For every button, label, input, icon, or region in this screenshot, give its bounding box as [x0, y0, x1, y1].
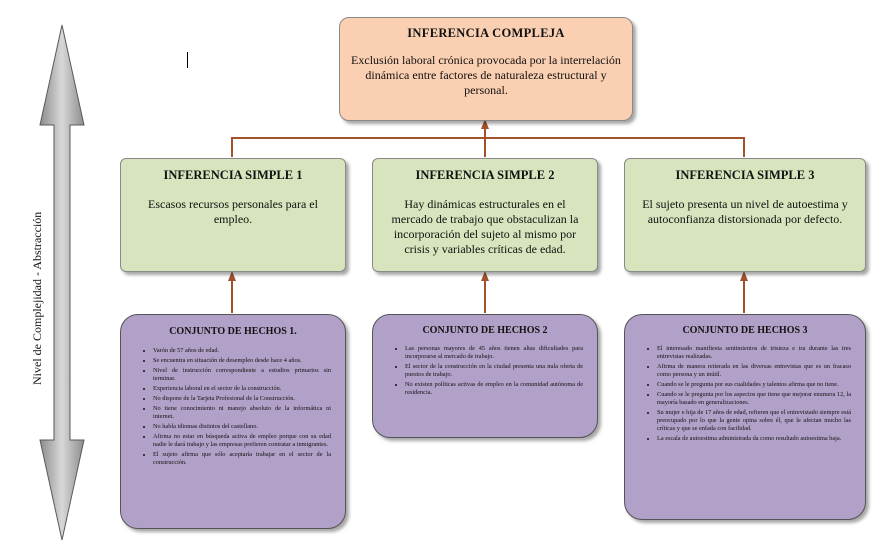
- list-item: No existen políticas activas de empleo e…: [405, 381, 583, 397]
- list-item: Afirma de manera reiterada en las divers…: [657, 363, 851, 379]
- simple-inference-3-text: El sujeto presenta un nivel de autoestim…: [642, 197, 848, 226]
- list-item: Varón de 57 años de edad.: [153, 347, 331, 355]
- list-item: No dispone de la Tarjeta Profesional de …: [153, 395, 331, 403]
- list-item: Su mujer e hija de 17 años de edad, refi…: [657, 409, 851, 433]
- complex-inference-title: INFERENCIA COMPLEJA: [407, 26, 565, 40]
- list-item: La escala de autoestima administrada da …: [657, 435, 851, 443]
- facts-set-1-box: CONJUNTO DE HECHOS 1. Varón de 57 años d…: [120, 314, 346, 529]
- axis-label: Nivel de Complejidad - Abstracción: [30, 211, 44, 385]
- simple-inference-3-title: INFERENCIA SIMPLE 3: [675, 168, 815, 182]
- connector-simple-to-complex: [231, 137, 745, 157]
- list-item: El sujeto afirma que sólo aceptaría trab…: [153, 451, 331, 467]
- list-item: Se encuentra en situación de desempleo d…: [153, 357, 331, 365]
- complex-inference-box: INFERENCIA COMPLEJA Exclusión laboral cr…: [339, 17, 633, 121]
- simple-inference-1-title: INFERENCIA SIMPLE 1: [163, 168, 303, 182]
- list-item: Cuando se le pregunta por sus cualidades…: [657, 381, 851, 389]
- facts-set-1-title: CONJUNTO DE HECHOS 1.: [169, 326, 297, 337]
- simple-inference-2-text: Hay dinámicas estructurales en el mercad…: [391, 197, 579, 256]
- facts-set-3-list: El interesado manifiesta sentimientos de…: [657, 345, 851, 443]
- simple-inference-2-title: INFERENCIA SIMPLE 2: [415, 168, 555, 182]
- list-item: El interesado manifiesta sentimientos de…: [657, 345, 851, 361]
- facts-set-2-list: Las personas mayores de 45 años tienen a…: [405, 345, 583, 397]
- list-item: Las personas mayores de 45 años tienen a…: [405, 345, 583, 361]
- list-item: Experiencia laboral en el sector de la c…: [153, 385, 331, 393]
- simple-inference-1-text: Escasos recursos personales para el empl…: [148, 197, 318, 226]
- list-item: No habla idiomas distintos del castellan…: [153, 423, 331, 431]
- facts-set-3-title: CONJUNTO DE HECHOS 3: [682, 325, 808, 336]
- complex-inference-text: Exclusión laboral crónica provocada por …: [351, 53, 621, 97]
- axis-double-arrow: [39, 24, 85, 541]
- facts-set-2-box: CONJUNTO DE HECHOS 2 Las personas mayore…: [372, 314, 598, 438]
- list-item: Nivel de instrucción correspondiente a e…: [153, 367, 331, 383]
- list-item: Cuando se le pregunta por los aspectos q…: [657, 391, 851, 407]
- list-item: El sector de la construcción en la ciuda…: [405, 363, 583, 379]
- simple-inference-2-box: INFERENCIA SIMPLE 2 Hay dinámicas estruc…: [372, 158, 598, 272]
- text-cursor: [187, 52, 188, 68]
- simple-inference-1-box: INFERENCIA SIMPLE 1 Escasos recursos per…: [120, 158, 346, 272]
- facts-set-3-box: CONJUNTO DE HECHOS 3 El interesado manif…: [624, 314, 866, 520]
- facts-set-1-list: Varón de 57 años de edad. Se encuentra e…: [153, 347, 331, 467]
- simple-inference-3-box: INFERENCIA SIMPLE 3 El sujeto presenta u…: [624, 158, 866, 272]
- facts-set-2-title: CONJUNTO DE HECHOS 2: [422, 325, 548, 336]
- list-item: No tiene conocimiento ni manejo absoluto…: [153, 405, 331, 421]
- list-item: Afirma no estar en búsqueda activa de em…: [153, 433, 331, 449]
